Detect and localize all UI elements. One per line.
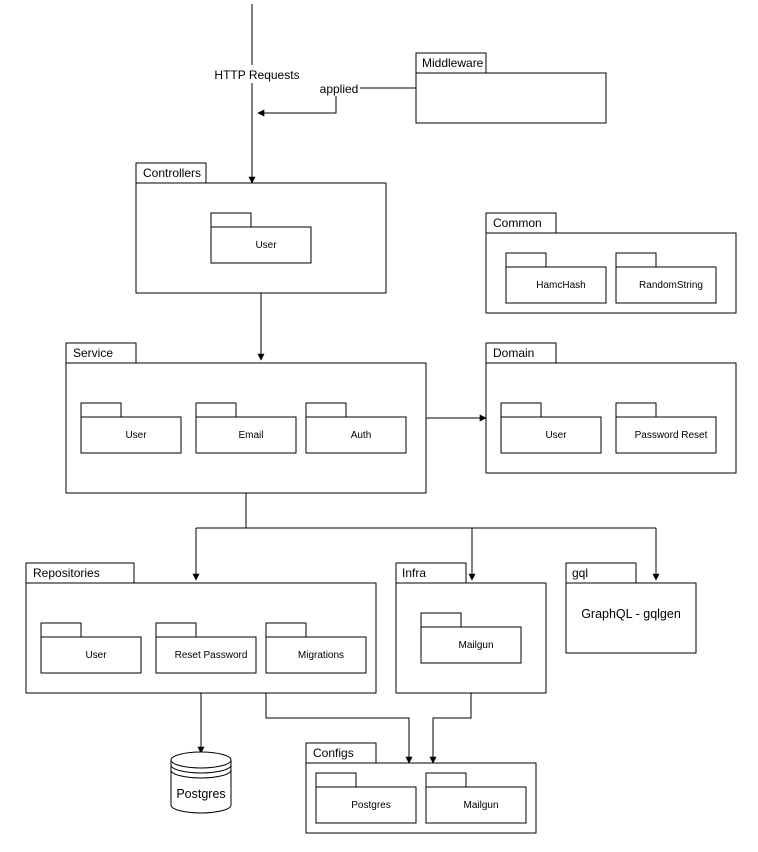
- module-label: Migrations: [298, 650, 344, 661]
- module-tab: [615, 252, 657, 268]
- module-tab: [195, 402, 237, 418]
- module-label: Mailgun: [458, 640, 493, 651]
- repositories-to-configs-arrow: [265, 693, 413, 764]
- configs-mailgun-module: Mailgun: [425, 772, 527, 824]
- domain-title: Domain: [493, 346, 534, 360]
- module-label: User: [125, 430, 147, 441]
- module-label: Password Reset: [635, 430, 708, 441]
- module-body: [305, 416, 407, 454]
- module-body: [155, 636, 257, 674]
- infra-mailgun-module: Mailgun: [420, 612, 522, 664]
- repositories-reset-password-module: Reset Password: [155, 622, 257, 674]
- repositories-package: Repositories User Reset Password Migrati…: [25, 562, 377, 694]
- module-label: User: [545, 430, 567, 441]
- common-package: Common HamcHash RandomString: [485, 212, 737, 314]
- http-label-bg: [212, 65, 302, 83]
- domain-package: Domain User Password Reset: [485, 342, 737, 474]
- common-title: Common: [493, 216, 542, 230]
- module-label: Auth: [351, 430, 372, 441]
- module-tab: [40, 622, 82, 638]
- module-label: Mailgun: [463, 800, 498, 811]
- postgres-database: Postgres: [170, 751, 232, 814]
- common-hamchash-module: HamcHash: [505, 252, 607, 304]
- module-label: HamcHash: [536, 280, 585, 291]
- module-body: [500, 416, 602, 454]
- repositories-user-module: User: [40, 622, 142, 674]
- module-tab: [210, 212, 252, 228]
- infra-title: Infra: [402, 566, 426, 580]
- module-tab: [80, 402, 122, 418]
- module-tab: [315, 772, 357, 788]
- gql-body-label: GraphQL - gqlgen: [581, 607, 681, 621]
- module-body: [420, 626, 522, 664]
- module-label: Postgres: [351, 800, 390, 811]
- service-title: Service: [73, 346, 113, 360]
- controllers-package: Controllers User: [135, 162, 387, 294]
- infra-to-configs-arrow: [429, 693, 472, 764]
- http-requests-label: HTTP Requests: [214, 68, 299, 82]
- module-body: [210, 226, 312, 264]
- gql-body: [565, 582, 697, 654]
- applied-label: applied: [320, 82, 359, 96]
- module-label: User: [255, 240, 277, 251]
- middleware-applied-arrow: [257, 87, 416, 117]
- module-body: [40, 636, 142, 674]
- middleware-body: [415, 72, 607, 124]
- configs-title: Configs: [313, 746, 354, 760]
- repositories-title: Repositories: [33, 566, 100, 580]
- module-body: [315, 786, 417, 824]
- service-email-module: Email: [195, 402, 297, 454]
- module-body: [195, 416, 297, 454]
- database-ring: [170, 764, 232, 774]
- database-cylinder-body: [170, 760, 232, 814]
- module-tab: [155, 622, 197, 638]
- configs-package: Configs Postgres Mailgun: [305, 742, 537, 834]
- module-body: [425, 786, 527, 824]
- database-ring: [170, 769, 232, 779]
- controllers-title: Controllers: [143, 166, 201, 180]
- module-tab: [505, 252, 547, 268]
- module-tab: [425, 772, 467, 788]
- service-auth-module: Auth: [305, 402, 407, 454]
- database-cylinder-top: [170, 751, 232, 769]
- module-tab: [305, 402, 347, 418]
- module-body: [615, 416, 717, 454]
- module-tab: [420, 612, 462, 628]
- repositories-migrations-module: Migrations: [265, 622, 367, 674]
- module-body: [615, 266, 717, 304]
- module-label: Reset Password: [175, 650, 248, 661]
- middleware-title: Middleware: [422, 56, 484, 70]
- module-label: User: [85, 650, 107, 661]
- controllers-user-module: User: [210, 212, 312, 264]
- module-tab: [265, 622, 307, 638]
- service-user-module: User: [80, 402, 182, 454]
- module-body: [505, 266, 607, 304]
- infra-package: Infra Mailgun: [395, 562, 547, 694]
- module-label: RandomString: [639, 280, 703, 291]
- service-fanout-line: [196, 493, 656, 529]
- middleware-package: Middleware: [415, 52, 607, 124]
- gql-title: gql: [572, 566, 588, 580]
- applied-label-bg: [318, 80, 360, 96]
- module-label: Email: [238, 430, 263, 441]
- module-body: [80, 416, 182, 454]
- domain-password-reset-module: Password Reset: [615, 402, 717, 454]
- service-package: Service User Email Auth: [65, 342, 427, 494]
- common-randomstring-module: RandomString: [615, 252, 717, 304]
- module-tab: [500, 402, 542, 418]
- configs-postgres-module: Postgres: [315, 772, 417, 824]
- gql-package: gql GraphQL - gqlgen: [565, 562, 697, 654]
- module-tab: [615, 402, 657, 418]
- module-body: [265, 636, 367, 674]
- domain-user-module: User: [500, 402, 602, 454]
- database-label: Postgres: [176, 787, 225, 801]
